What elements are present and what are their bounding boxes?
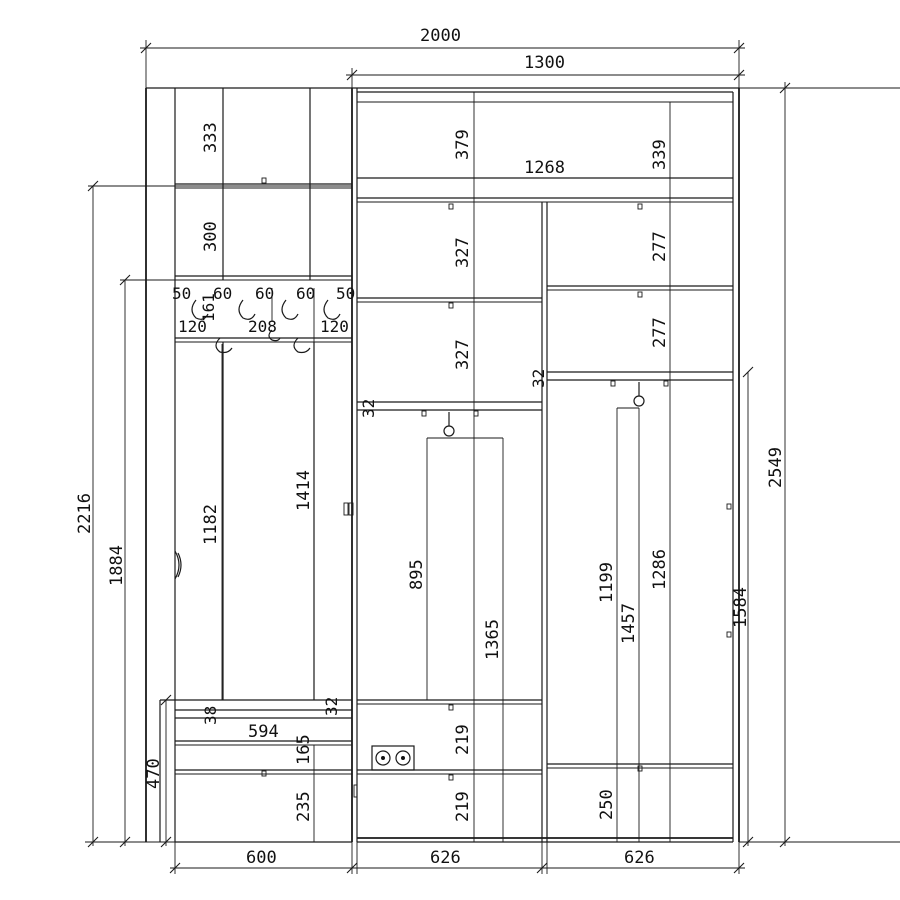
dim-width-right: 626 [624,848,655,868]
dim-drawer-height: 165 [294,734,314,765]
dim-right-hang-height-b: 1286 [650,549,670,590]
dim-right-shelf-thickness: 32 [529,369,548,388]
dim-right-shelf-2: 277 [650,317,670,348]
dim-seat-thickness: 38 [201,706,220,725]
dim-overall-width: 2000 [420,26,461,46]
dim-shoe-bench-height: 470 [144,758,164,789]
dim-right-hang-height-a: 1457 [619,603,639,644]
dim-left-cabinet-height: 2216 [75,493,95,534]
left-vertical-dimensions [85,180,352,848]
dim-hook-spacing-2: 60 [213,284,232,303]
dim-seat-width: 594 [248,722,279,742]
dim-middle-shelf-thickness: 32 [359,399,378,418]
dim-bottom-height: 235 [294,791,314,822]
dim-right-hang-length: 1199 [597,562,617,603]
dim-top-compartment-width: 1268 [524,158,565,178]
dim-middle-drawer-2: 219 [453,791,473,822]
dim-hook-spacing-1: 50 [172,284,191,303]
dim-middle-hang-length: 895 [407,559,427,590]
dim-right-bottom-drawer: 250 [597,789,617,820]
dim-middle-shelf-1: 327 [453,237,473,268]
dim-right-shelf-1: 277 [650,231,670,262]
dim-hook-spacing-3: 60 [255,284,274,303]
dim-hook-spacing-5: 50 [336,284,355,303]
dim-middle-drawer-1: 219 [453,724,473,755]
right-vertical-dimensions [739,82,900,848]
dim-middle-top-box: 379 [453,129,473,160]
dim-hook-row-c: 120 [320,317,349,336]
bottom-dimension-lines [169,842,745,874]
dim-width-left: 600 [246,848,277,868]
coat-hooks [191,299,341,354]
dim-total-height-right: 2549 [766,447,786,488]
dim-hook-row-b: 208 [248,317,277,336]
dim-panel-height-b: 1414 [294,470,314,511]
dim-width-middle: 626 [430,848,461,868]
dim-middle-shelf-2: 327 [453,339,473,370]
dim-left-top-shelf: 333 [201,122,221,153]
dim-seat-gap: 32 [322,697,341,716]
dim-middle-hang-height: 1365 [483,619,503,660]
dim-right-side-height: 1584 [731,587,751,628]
dim-left-second-shelf: 300 [201,221,221,252]
dim-hook-offset: 161 [199,293,218,322]
dim-panel-height-a: 1182 [201,504,221,545]
dim-hook-row-a: 120 [178,317,207,336]
right-unit [547,88,740,842]
dim-right-unit-width: 1300 [524,53,565,73]
dim-hook-spacing-4: 60 [296,284,315,303]
dim-bench-panel-height: 1884 [107,545,127,586]
dim-right-top-box: 339 [650,139,670,170]
top-dimension-lines [140,40,745,88]
middle-unit [343,87,739,843]
